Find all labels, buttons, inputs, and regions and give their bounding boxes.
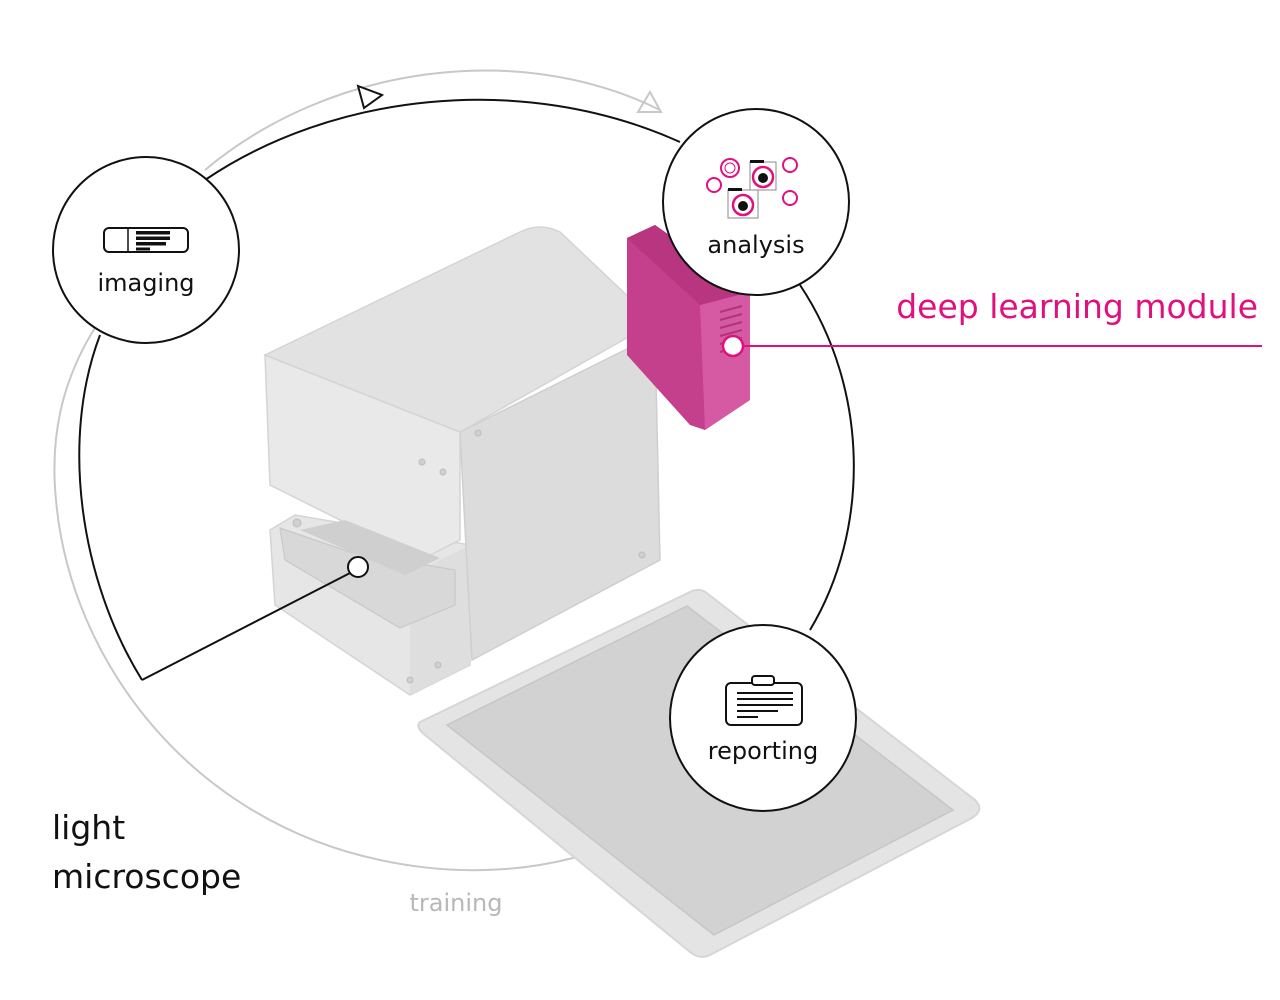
workflow-loop: [78, 84, 855, 681]
light-microscope-label-line1: light: [52, 808, 125, 847]
analysis-label: analysis: [707, 231, 804, 259]
microscope-callout-dot: [347, 556, 369, 578]
imaging-node: imaging: [52, 156, 240, 344]
report-icon: [725, 675, 803, 726]
microscope-callout: [141, 556, 369, 681]
analysis-node: analysis: [662, 108, 850, 296]
cell-detection-icon: [706, 157, 798, 219]
module-callout-dot: [721, 334, 745, 358]
slide-icon: [103, 227, 189, 253]
training-loop: [53, 69, 701, 872]
training-label: training: [410, 889, 503, 917]
training-arrowhead-icon: [636, 89, 663, 113]
reporting-label: reporting: [708, 737, 818, 765]
microscope-device: [263, 226, 661, 696]
light-microscope-label-line2: microscope: [52, 857, 241, 896]
workflow-arrowhead-icon: [356, 84, 385, 110]
deep-learning-module-label: deep learning module: [896, 287, 1258, 326]
module-callout: [721, 334, 1262, 358]
imaging-label: imaging: [97, 269, 194, 297]
reporting-node: reporting: [669, 624, 857, 812]
